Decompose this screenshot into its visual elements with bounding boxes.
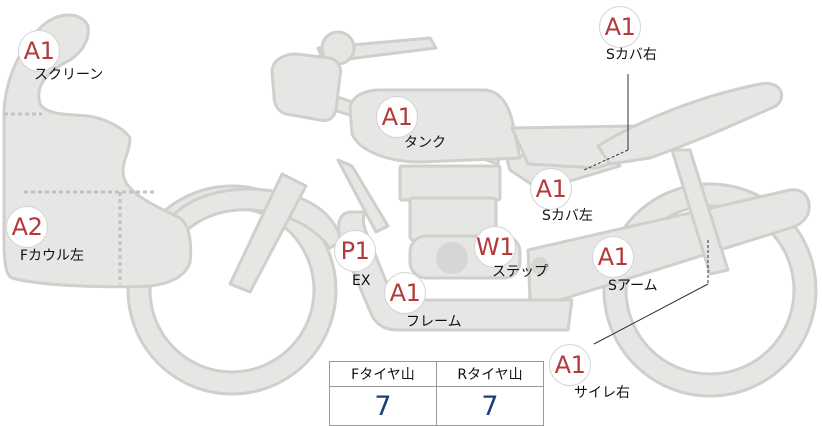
screen-label: スクリーン <box>34 67 104 83</box>
frame-label: フレーム <box>406 314 462 330</box>
scover-left-label: Sカバ左 <box>542 208 593 224</box>
scover-left-code-badge: A1 <box>530 168 572 210</box>
muffler-right-label: サイレ右 <box>574 385 630 401</box>
scover-right-label: Sカバ右 <box>606 47 657 63</box>
scover-right-code-badge: A1 <box>599 6 641 48</box>
front-tread-value: 7 <box>329 386 437 426</box>
tread-value-row: 7 7 <box>329 386 544 426</box>
muffler-right-code-badge: A1 <box>549 344 591 386</box>
tail-cowl <box>596 81 783 166</box>
front-fork <box>228 172 308 294</box>
fcowl-left-label: Fカウル左 <box>20 248 85 264</box>
rear-tread-header: Rタイヤ山 <box>436 361 544 387</box>
tire-tread-table: Fタイヤ山 Rタイヤ山 7 7 <box>329 361 544 426</box>
screen-code-badge: A1 <box>18 30 60 72</box>
engine-detail <box>436 242 549 275</box>
tank-code-badge: A1 <box>376 96 418 138</box>
fcowl-left-code-badge: A2 <box>6 206 48 248</box>
front-cowl <box>2 13 193 289</box>
swingarm-code-badge: A1 <box>592 236 634 278</box>
panel-seams <box>4 112 155 284</box>
exhaust-label: EX <box>352 273 371 289</box>
headlight <box>270 52 342 122</box>
tread-header-row: Fタイヤ山 Rタイヤ山 <box>329 361 544 387</box>
exhaust-code-badge: P1 <box>334 230 376 272</box>
leader-lines <box>583 74 709 345</box>
front-tread-header: Fタイヤ山 <box>329 361 437 387</box>
frame-code-badge: A1 <box>384 272 426 314</box>
swingarm-label: Sアーム <box>608 278 658 294</box>
step-label: ステップ <box>492 264 548 280</box>
frame-down-tube <box>336 158 390 234</box>
step-code-badge: W1 <box>474 226 516 268</box>
rear-tread-value: 7 <box>436 386 544 426</box>
tank-label: タンク <box>404 135 446 151</box>
rear-shock <box>670 148 730 276</box>
